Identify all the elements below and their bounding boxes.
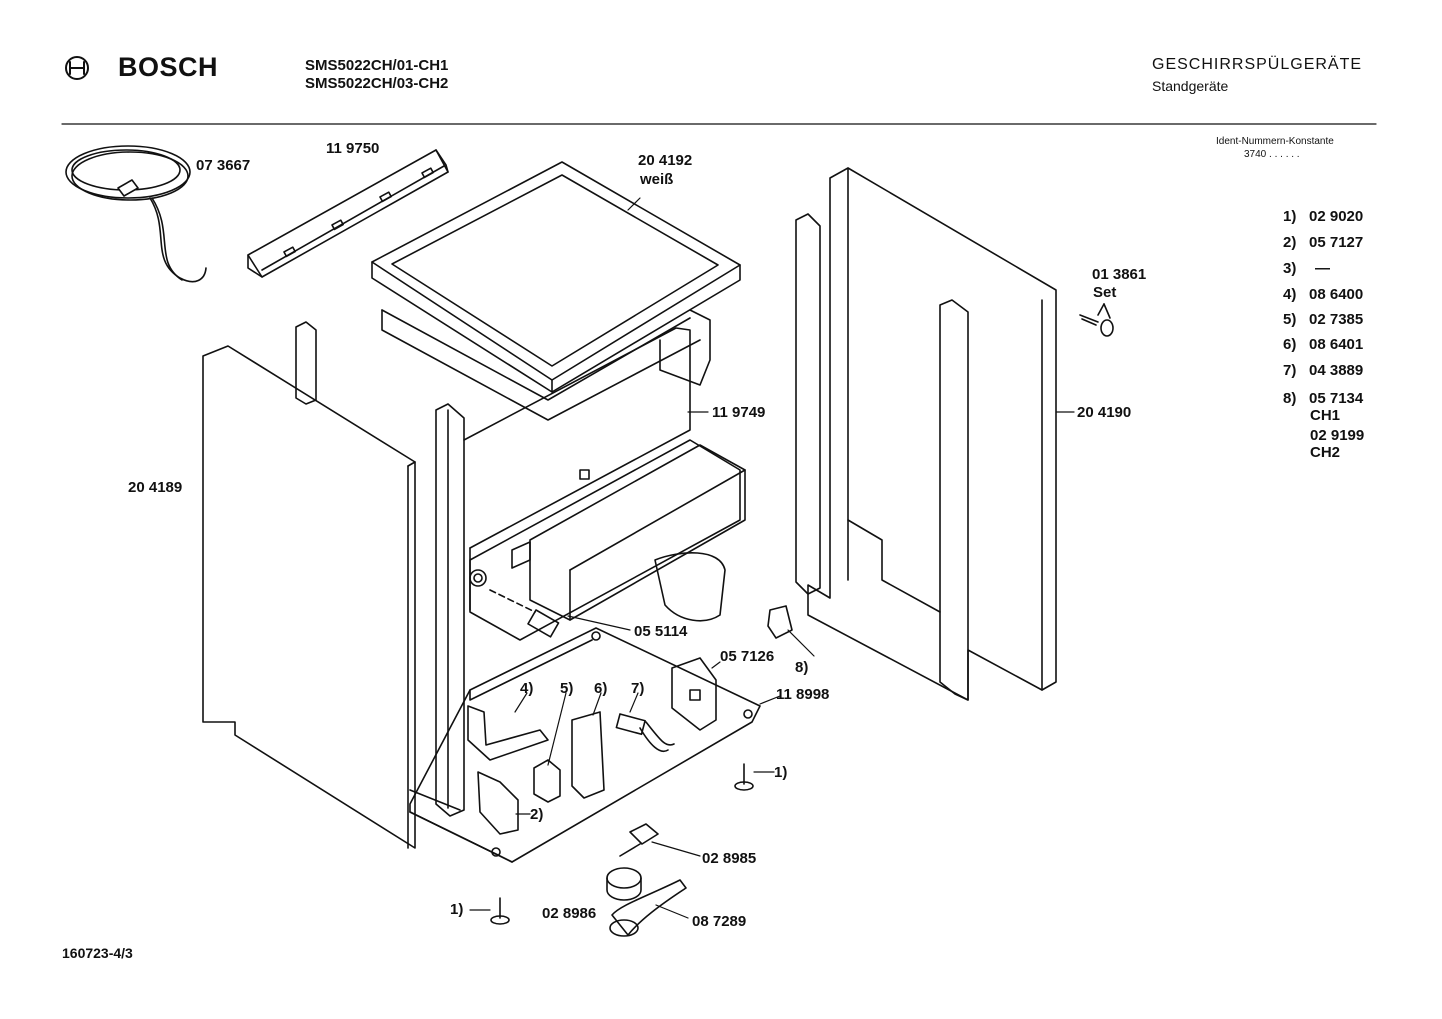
callout-1-left: 1) <box>450 901 464 918</box>
callout-5: 5) <box>560 680 574 697</box>
legend-row-8: 8) 05 7134 <box>1283 390 1363 407</box>
label-top-panel: 20 4192 <box>638 152 693 169</box>
label-switch: 02 8985 <box>702 850 757 867</box>
legend-row-4: 4) 08 6400 <box>1283 286 1363 303</box>
label-bracket: 11 9749 <box>712 404 766 421</box>
label-set-number: 01 3861 <box>1092 266 1147 283</box>
category-title: GESCHIRRSPÜLGERÄTE <box>1152 56 1363 73</box>
label-right-frame: 20 4190 <box>1077 404 1132 421</box>
category-subtitle: Standgeräte <box>1152 78 1229 94</box>
bosch-logo-icon <box>65 56 89 80</box>
label-holder: 05 7126 <box>720 648 775 665</box>
top-panel-drawing <box>371 161 741 421</box>
small-parts-drawing <box>467 605 793 937</box>
brand-name: BOSCH <box>118 52 219 82</box>
legend-key: 4) <box>1283 286 1297 303</box>
label-float-arm: 08 7289 <box>692 913 747 930</box>
callout-1-right: 1) <box>774 764 788 781</box>
legend-variant-ch1: CH1 <box>1310 407 1341 424</box>
tub-assembly-drawing <box>463 327 746 641</box>
label-float: 02 8986 <box>542 905 597 922</box>
legend-row-5: 5) 02 7385 <box>1283 311 1363 328</box>
legend-key: 3) <box>1283 260 1297 277</box>
model-number-1: SMS5022CH/01-CH1 <box>305 57 449 74</box>
callout-7: 7) <box>631 680 645 697</box>
legend-key: 6) <box>1283 336 1297 353</box>
callout-6: 6) <box>594 680 608 697</box>
legend-row-7: 7) 04 3889 <box>1283 362 1363 379</box>
legend-value: 02 7385 <box>1309 311 1364 328</box>
legend-variant-number: 02 9199 <box>1310 427 1365 444</box>
legend-row-6: 6) 08 6401 <box>1283 336 1363 353</box>
legend-row-2: 2) 05 7127 <box>1283 234 1363 251</box>
callout-2: 2) <box>530 806 544 823</box>
leader-lines <box>469 197 1075 919</box>
legend-key: 1) <box>1283 208 1297 225</box>
legend-key: 5) <box>1283 311 1297 328</box>
ident-title: Ident-Nummern-Konstante <box>1216 136 1334 147</box>
label-set: Set <box>1093 284 1117 301</box>
label-cap: 05 5114 <box>634 623 688 640</box>
power-cord-drawing <box>65 145 207 283</box>
legend-value: 08 6401 <box>1309 336 1364 353</box>
right-frame-drawing <box>795 167 1057 701</box>
label-rail: 11 9750 <box>326 140 380 157</box>
callout-4: 4) <box>520 680 534 697</box>
legend-key: 2) <box>1283 234 1297 251</box>
callout-8: 8) <box>795 659 809 676</box>
left-side-panel-drawing <box>202 321 416 849</box>
document-number: 160723-4/3 <box>62 945 133 961</box>
legend-value: 05 7134 <box>1309 390 1364 407</box>
legend-value: 02 9020 <box>1309 208 1364 225</box>
label-top-panel-color: weiß <box>640 171 674 188</box>
top-rail-drawing <box>247 149 449 278</box>
label-power-cord: 07 3667 <box>196 157 251 174</box>
legend-value: 04 3889 <box>1309 362 1364 379</box>
legend-value: 05 7127 <box>1309 234 1364 251</box>
legend-value: 08 6400 <box>1309 286 1364 303</box>
legend-row-1: 1) 02 9020 <box>1283 208 1363 225</box>
ident-value: 3740 . . . . . . <box>1244 149 1300 160</box>
screw-set-drawing <box>1079 303 1114 337</box>
legend-key: 8) <box>1283 390 1297 407</box>
legend-variant-ch2: CH2 <box>1310 444 1341 461</box>
base-plate-drawing <box>409 627 761 863</box>
front-post-drawing <box>409 403 465 817</box>
label-base: 11 8998 <box>776 686 830 703</box>
legend-value: — <box>1315 260 1330 277</box>
model-number-2: SMS5022CH/03-CH2 <box>305 75 449 92</box>
legend-row-3: 3) — <box>1283 260 1330 277</box>
legend-key: 7) <box>1283 362 1297 379</box>
label-left-panel: 20 4189 <box>128 479 183 496</box>
